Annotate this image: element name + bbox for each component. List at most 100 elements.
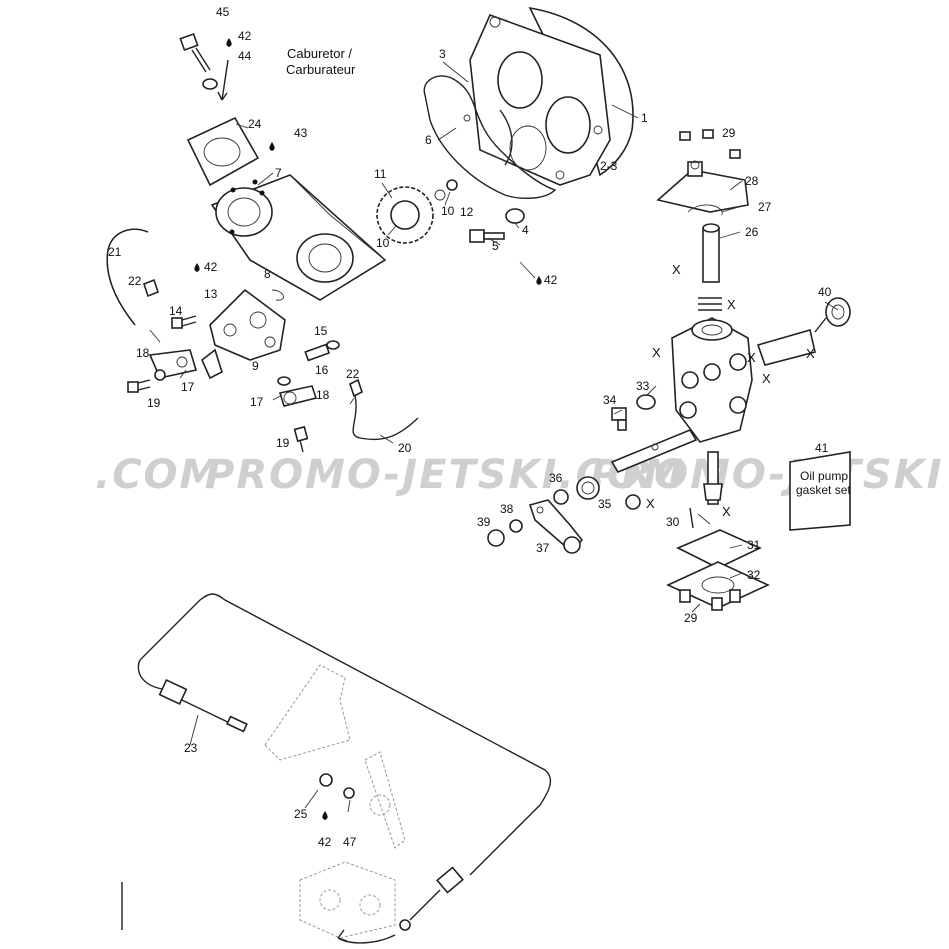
callout-number: 36 — [549, 471, 563, 485]
callout-number: 17 — [181, 380, 195, 394]
washer-x — [625, 494, 641, 510]
screws-29-top — [679, 129, 741, 159]
carburetor-label-2: Carburateur — [286, 62, 356, 77]
x-marks: X X X X X X X X — [646, 262, 815, 519]
callout-number: 9 — [252, 359, 259, 373]
gasket-set-box: Oil pump gasket set — [789, 451, 851, 531]
callout-number: 42 — [204, 260, 218, 274]
callout-number: 15 — [314, 324, 328, 338]
nut-12 — [446, 179, 458, 191]
valve-40 — [756, 297, 851, 366]
oil-pump-cover-28 — [656, 160, 749, 213]
spring-seat — [698, 297, 722, 311]
callout-number: 22 — [346, 367, 360, 381]
nut-25 — [319, 773, 333, 787]
callout-number: 12 — [460, 205, 474, 219]
callout-number: 10 — [376, 236, 390, 250]
lever-37 — [528, 499, 584, 554]
x-mark: X — [652, 345, 661, 360]
shaft-26 — [702, 223, 720, 283]
x-mark: X — [747, 350, 756, 365]
clamp-22-right — [349, 378, 363, 398]
rotary-valve-cover — [469, 6, 634, 186]
callout-number: 18 — [316, 388, 330, 402]
callout-number: 27 — [758, 200, 772, 214]
callout-number: 5 — [492, 239, 499, 253]
callout-number: 3 — [439, 47, 446, 61]
callout-number: 18 — [136, 346, 150, 360]
callout-number: 2-3 — [600, 159, 618, 173]
callout-number: 34 — [603, 393, 617, 407]
callout-number: 29 — [684, 611, 698, 625]
callout-number: 44 — [238, 49, 252, 63]
callout-number: 6 — [425, 133, 432, 147]
screw-45 — [179, 32, 211, 73]
callout-number: 45 — [216, 5, 230, 19]
callout-number: 26 — [745, 225, 759, 239]
oil-pump-left — [201, 288, 286, 380]
callout-number: 4 — [522, 223, 529, 237]
bolt-14 — [171, 315, 197, 329]
x-mark: X — [646, 496, 655, 511]
gasket-text-1: Oil pump — [800, 469, 848, 483]
callout-number: 19 — [276, 436, 290, 450]
carburetor-ghost — [299, 861, 396, 939]
watermark-left: .COM — [95, 452, 221, 498]
gasket-loop — [423, 75, 557, 199]
nut-39 — [487, 529, 505, 547]
callout-number: 20 — [398, 441, 412, 455]
caburetor-arrow — [221, 59, 229, 101]
callout-number: 42 — [318, 835, 332, 849]
x-mark: X — [727, 297, 736, 312]
washer-36 — [553, 489, 569, 505]
callout-number: 39 — [477, 515, 491, 529]
callout-number: 1 — [641, 111, 648, 125]
callout-number: 24 — [248, 117, 262, 131]
callout-number: 42 — [238, 29, 252, 43]
base-32 — [666, 561, 770, 609]
callout-labels: Caburetor / Carburateur 1 2-3 3 4 5 6 7 … — [108, 5, 832, 849]
callout-number: 23 — [184, 741, 198, 755]
callout-number: 28 — [745, 174, 759, 188]
pump-bracket-ghost — [264, 664, 406, 849]
clip-27 — [687, 204, 723, 216]
callout-number: 43 — [294, 126, 308, 140]
carburetor-label-1: Caburetor / — [287, 46, 352, 61]
gasket-text-2: gasket set — [796, 483, 851, 497]
leader-lines — [149, 61, 839, 813]
callout-number: 40 — [818, 285, 832, 299]
callout-number: 35 — [598, 497, 612, 511]
callout-number: 22 — [128, 274, 142, 288]
intake-manifold — [186, 116, 387, 301]
bolt-5 — [469, 229, 505, 243]
washer-4 — [505, 208, 525, 224]
pin-30 — [689, 507, 694, 529]
callout-number: 16 — [315, 363, 329, 377]
washer-47 — [343, 787, 355, 799]
shaft-30 — [703, 451, 723, 505]
gear-11 — [376, 186, 446, 244]
clamp-22-left — [143, 278, 159, 298]
x-mark: X — [762, 371, 771, 386]
fitting-17-18-19-left — [127, 349, 198, 393]
callout-number: 7 — [275, 166, 282, 180]
washer-44 — [202, 78, 218, 90]
x-mark: X — [722, 504, 731, 519]
callout-number: 19 — [147, 396, 161, 410]
callout-number: 33 — [636, 379, 650, 393]
watermark-mid: PROMO-JETSKI.COM — [205, 452, 685, 498]
x-mark: X — [806, 346, 815, 361]
callout-number: 21 — [108, 245, 122, 259]
callout-number: 30 — [666, 515, 680, 529]
pump-body-main — [671, 317, 753, 443]
part-33-34 — [611, 394, 656, 431]
throttle-cable-23 — [137, 593, 552, 931]
callout-number: 11 — [374, 167, 387, 181]
callout-number: 17 — [250, 395, 264, 409]
callout-number: 29 — [722, 126, 736, 140]
spring-36 — [576, 476, 600, 500]
x-mark: X — [672, 262, 681, 277]
callout-number: 38 — [500, 502, 514, 516]
